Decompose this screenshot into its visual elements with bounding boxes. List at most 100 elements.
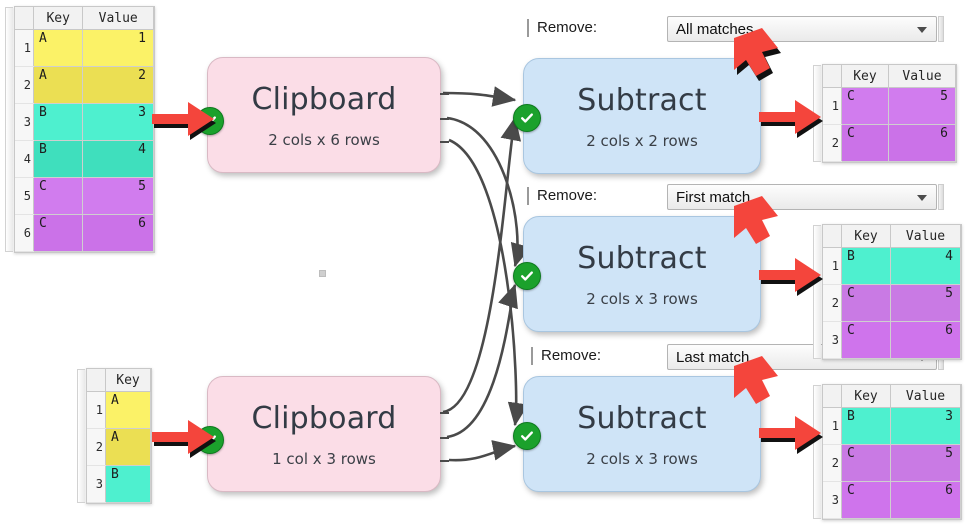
row-number-corner [823,385,842,408]
cell-key[interactable]: B [33,140,84,178]
remove-row-middle: Remove: [527,187,597,205]
table-row[interactable]: 3 C 6 [823,321,962,359]
row-number: 2 [87,428,106,466]
table-row[interactable]: 1 A [87,391,151,429]
cell-key[interactable]: A [33,66,84,104]
clipboard-source-table-bottom[interactable]: Key 1 A 2 A 3 B [77,368,152,504]
column-header-value[interactable]: Value [82,7,154,30]
column-header-key[interactable]: Key [841,225,891,248]
node-title: Subtract [577,240,707,276]
remove-dropdown-middle[interactable]: First match [667,184,944,210]
cell-key[interactable]: A [105,391,151,429]
cell-value[interactable]: 4 [890,247,962,285]
row-number-corner [823,225,842,248]
column-header-key[interactable]: Key [33,7,84,30]
node-clipboard-top[interactable]: Clipboard 2 cols x 6 rows [196,57,449,173]
cell-key[interactable]: B [105,465,151,503]
annotation-arrow-diagonal-remove-bottom [700,350,790,440]
table-row[interactable]: 2 C 5 [823,444,962,482]
table-row[interactable]: 6 C 6 [15,214,154,252]
remove-dropdown-value: First match [676,188,751,206]
table-row[interactable]: 1 B 4 [823,247,962,285]
cell-value[interactable]: 6 [890,321,962,359]
cell-value[interactable]: 5 [82,177,154,215]
cell-value[interactable]: 3 [890,407,962,445]
table-row[interactable]: 1 B 3 [823,407,962,445]
table-scroll-rail[interactable] [813,385,821,519]
node-clipboard-bottom[interactable]: Clipboard 1 col x 3 rows [196,376,449,492]
table-grid: Key Value 1 A 1 2 A 2 3 B 3 4 B 4 [15,7,154,252]
subtract-result-table-first-match[interactable]: Key Value 1 B 4 2 C 5 3 C 6 [813,224,962,360]
table-row[interactable]: 3 C 6 [823,481,962,519]
table-row[interactable]: 2 C 5 [823,284,962,322]
cell-value[interactable]: 6 [890,481,962,519]
cell-key[interactable]: A [105,428,151,466]
cell-value[interactable]: 6 [82,214,154,252]
cell-key[interactable]: C [841,284,891,322]
cell-value[interactable]: 1 [82,29,154,67]
cell-value[interactable]: 4 [82,140,154,178]
column-header-key[interactable]: Key [841,65,889,88]
column-header-value[interactable]: Value [890,385,962,408]
output-port[interactable] [440,460,449,462]
table-scroll-rail[interactable] [77,369,85,503]
table-scroll-rail[interactable] [813,225,821,359]
column-header-key[interactable]: Key [841,385,891,408]
table-row[interactable]: 2 A 2 [15,66,154,104]
table-row[interactable]: 3 B 3 [15,103,154,141]
status-ok-icon [513,262,541,290]
column-header-key[interactable]: Key [105,369,151,392]
cell-key[interactable]: C [33,214,84,252]
row-number: 2 [823,284,842,322]
cell-key[interactable]: A [33,29,84,67]
table-row[interactable]: 2 A [87,428,151,466]
cell-key[interactable]: C [841,444,891,482]
subtract-result-table-last-match[interactable]: Key Value 1 B 3 2 C 5 3 C 6 [813,384,962,520]
row-number: 1 [823,407,842,445]
output-port[interactable] [440,141,449,143]
cell-key[interactable]: C [841,481,891,519]
cell-key[interactable]: C [841,321,891,359]
table-row[interactable]: 5 C 5 [15,177,154,215]
cell-value[interactable]: 5 [890,444,962,482]
cell-key[interactable]: B [841,247,891,285]
node-subtract-top[interactable]: Subtract 2 cols x 2 rows [513,58,761,174]
cell-value[interactable]: 5 [890,284,962,322]
row-number: 1 [823,247,842,285]
cell-key[interactable]: C [841,124,889,162]
node-subtract-bottom[interactable]: Subtract 2 cols x 3 rows [513,376,761,492]
clipboard-source-table-top[interactable]: Key Value 1 A 1 2 A 2 3 B 3 4 B 4 [5,6,155,253]
cell-value[interactable]: 2 [82,66,154,104]
cell-value[interactable]: 6 [888,124,957,162]
output-port[interactable] [440,118,449,120]
output-port[interactable] [440,412,449,414]
column-header-value[interactable]: Value [890,225,962,248]
cell-key[interactable]: C [841,87,889,125]
table-header-row: Key [87,369,151,392]
cell-value[interactable]: 5 [888,87,957,125]
subtract-result-table-all-matches[interactable]: Key Value 1 C 5 2 C 6 [813,64,957,163]
annotation-arrow-right-result-middle [757,256,829,304]
cell-key[interactable]: C [33,177,84,215]
node-subtract-middle[interactable]: Subtract 2 cols x 3 rows [513,216,761,332]
table-row[interactable]: 3 B [87,465,151,503]
column-header-value[interactable]: Value [888,65,957,88]
canvas-grid-marker [319,270,326,277]
table-header-row: Key Value [823,385,962,408]
cell-key[interactable]: B [841,407,891,445]
table-row[interactable]: 1 A 1 [15,29,154,67]
table-scroll-rail[interactable] [5,7,13,252]
table-row[interactable]: 2 C 6 [823,124,957,162]
table-row[interactable]: 1 C 5 [823,87,957,125]
table-row[interactable]: 4 B 4 [15,140,154,178]
output-port[interactable] [440,437,449,439]
row-number: 6 [15,214,34,252]
table-header-row: Key Value [823,225,962,248]
chevron-down-icon [917,195,927,201]
output-port[interactable] [440,93,449,95]
cell-value[interactable]: 3 [82,103,154,141]
row-number-corner [823,65,842,88]
cell-key[interactable]: B [33,103,84,141]
remove-dropdown-top[interactable]: All matches [667,16,944,42]
